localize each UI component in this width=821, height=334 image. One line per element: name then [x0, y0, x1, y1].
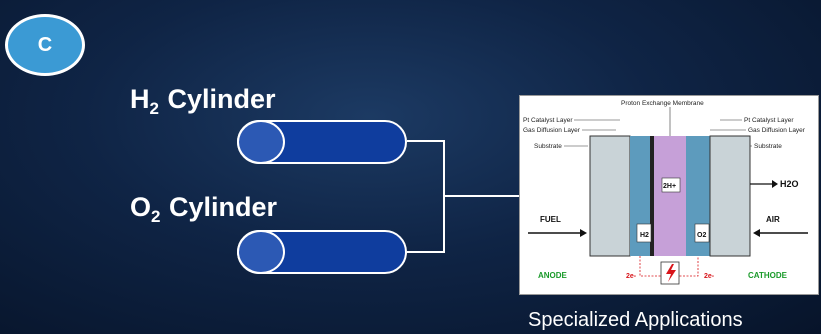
h2-cylinder-cap: [237, 120, 285, 164]
badge-letter: C: [37, 33, 53, 56]
h2-inlet-label: H2: [640, 232, 649, 239]
h2-cylinder: [237, 120, 407, 164]
o2-cylinder-cap: [237, 230, 285, 274]
anode-label: ANODE: [538, 271, 568, 280]
o2-inlet-label: O2: [697, 232, 706, 239]
fuel-label: FUEL: [540, 215, 561, 224]
fuel-cell-diagram: Proton Exchange Membrane Pt Catalyst Lay…: [519, 95, 819, 295]
section-badge: C: [5, 14, 85, 76]
water-label: H2O: [780, 179, 799, 189]
left-diffusion-label: Gas Diffusion Layer: [523, 127, 581, 134]
electrons-right-label: 2e-: [704, 273, 715, 280]
cylinder-bracket-line: [407, 140, 445, 253]
air-label: AIR: [766, 215, 780, 224]
right-substrate-label: Substrate: [754, 143, 782, 150]
h2-cylinder-label: H2 Cylinder: [130, 84, 276, 118]
cathode-label: CATHODE: [748, 271, 788, 280]
o2-cylinder-label: O2 Cylinder: [130, 192, 278, 226]
left-substrate-label: Substrate: [534, 143, 562, 150]
protons-label: 2H+: [663, 183, 676, 190]
right-diffusion-label: Gas Diffusion Layer: [748, 127, 806, 134]
anode-substrate: [589, 135, 631, 257]
electrons-left-label: 2e-: [626, 273, 637, 280]
fuel-cell-caption: Specialized Applications: [528, 309, 743, 331]
o2-cylinder: [237, 230, 407, 274]
left-catalyst-label: Pt Catalyst Layer: [523, 117, 573, 124]
membrane-label: Proton Exchange Membrane: [621, 100, 704, 107]
right-catalyst-label: Pt Catalyst Layer: [744, 117, 794, 124]
proton-exchange-membrane: [654, 136, 686, 256]
cathode-substrate: [709, 135, 751, 257]
lightning-icon: [666, 264, 676, 282]
